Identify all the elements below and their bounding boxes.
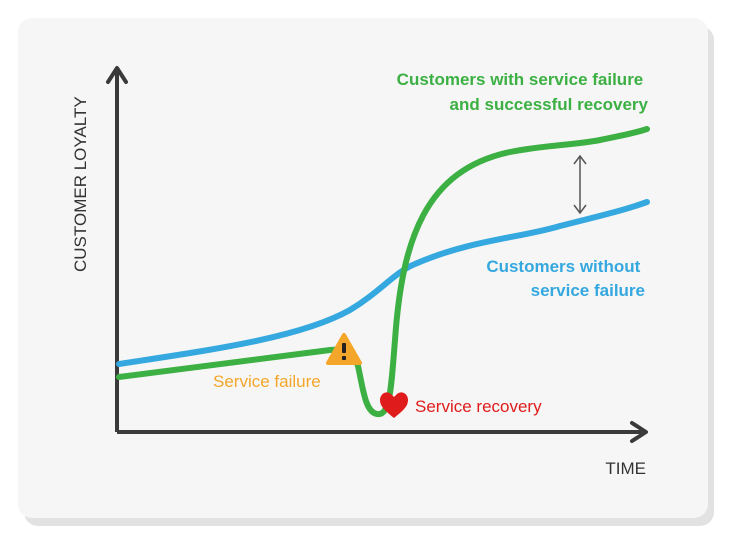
failure-label: Service failure — [213, 372, 321, 391]
axes — [106, 66, 648, 443]
diagram-card — [18, 18, 708, 518]
recovery-label: Service recovery — [415, 397, 542, 416]
double-arrow-icon — [573, 154, 587, 215]
x-axis-label: TIME — [605, 459, 646, 478]
warning-triangle-icon — [326, 333, 362, 365]
heart-icon — [380, 392, 408, 418]
baseline-curve — [116, 199, 650, 367]
recovery-curve — [116, 126, 650, 417]
y-axis-arrowhead — [106, 66, 128, 84]
baseline-curve-label: Customers without service failure — [486, 257, 645, 300]
y-axis-label: CUSTOMER LOYALTY — [71, 96, 90, 272]
x-axis-arrowhead — [630, 421, 648, 443]
recovery-curve-label: Customers with service failure and succe… — [397, 70, 649, 114]
